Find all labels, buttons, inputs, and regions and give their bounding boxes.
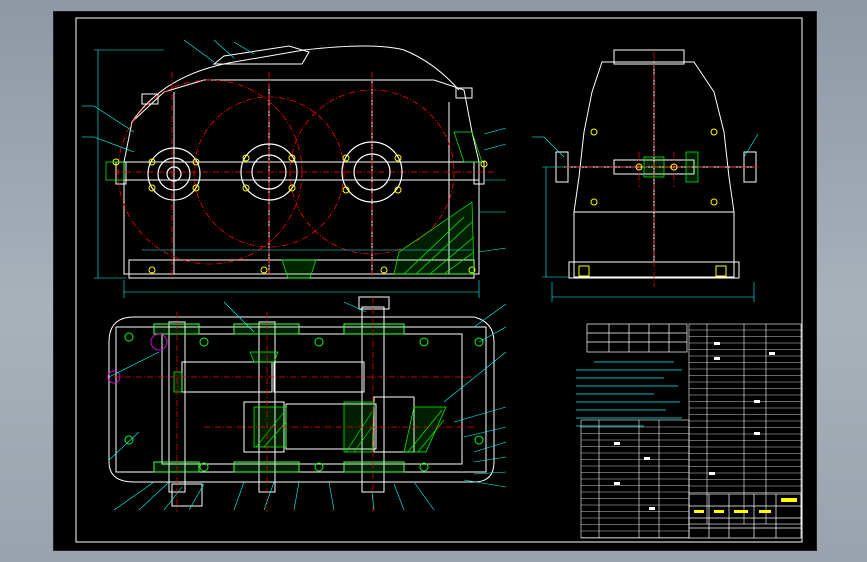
side-dimensions (532, 133, 759, 302)
front-hatching (105, 131, 483, 279)
front-bolts (112, 154, 488, 274)
front-casing-outline (123, 79, 480, 275)
parts-list-rows (581, 329, 801, 538)
front-gear-circles (114, 72, 494, 277)
top-bolts (124, 332, 484, 472)
top-hatching (153, 323, 447, 473)
top-bolts-magenta (107, 333, 168, 384)
front-dimensions (82, 39, 507, 298)
title-block-marks (694, 498, 797, 513)
inspection-cover (212, 45, 310, 65)
drawing-frame (75, 17, 803, 543)
top-casing-outline (108, 316, 495, 483)
side-bolts (578, 128, 727, 277)
side-centerlines (554, 52, 759, 287)
gearbox-assembly-drawing (75, 17, 803, 543)
top-hatch-lines (255, 409, 445, 453)
title-block (688, 493, 802, 539)
parts-list-marks (614, 342, 775, 510)
top-centerlines (114, 297, 474, 512)
side-hatching (643, 151, 699, 183)
front-bearing-covers (147, 141, 403, 203)
front-view (115, 45, 485, 279)
top-leader-lines (108, 301, 507, 511)
front-upper-cover (131, 45, 460, 123)
side-casing-outline (573, 61, 735, 278)
technical-characteristics-table (586, 323, 688, 353)
technical-requirements-notes (576, 361, 682, 427)
cad-viewport[interactable] (53, 11, 817, 551)
